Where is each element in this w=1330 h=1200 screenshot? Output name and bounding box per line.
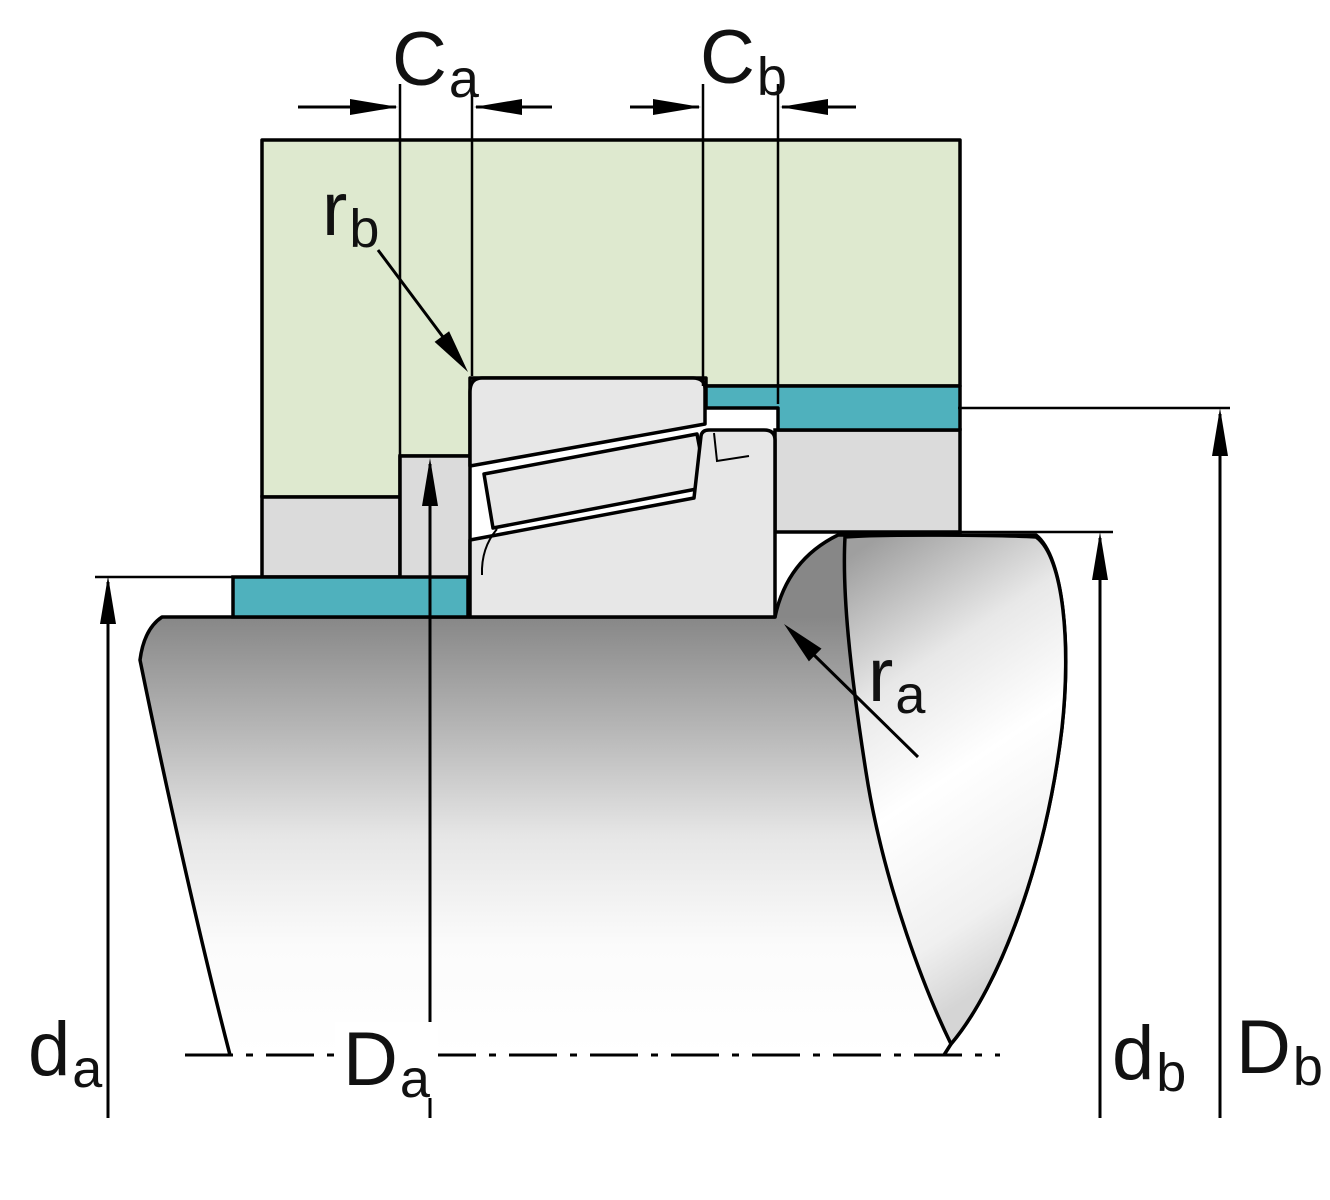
cb-arrowhead-right: [780, 99, 828, 115]
Db-arrowhead: [1212, 408, 1228, 456]
left-spacer-block: [260, 495, 402, 579]
cage-line-left: [480, 528, 498, 576]
shaft-shoulder-face: [842, 533, 1068, 1048]
Da-arrowhead: [422, 458, 438, 506]
housing-spacer-teal: [704, 384, 962, 432]
db-arrowhead: [1092, 532, 1108, 580]
ca-arrowhead-right: [474, 99, 522, 115]
shaft-sleeve-teal: [231, 575, 470, 619]
cage-line-right: [713, 432, 750, 463]
ra-leader-line: [810, 651, 920, 759]
shaft-body: [140, 535, 1066, 1055]
da-arrowhead: [100, 576, 116, 624]
bearing-inner-ring: [468, 428, 777, 619]
rb-arrowhead: [434, 331, 468, 372]
ca-arrowhead-left: [350, 99, 398, 115]
cb-arrowhead-left: [653, 99, 701, 115]
rb-leader-line: [376, 249, 448, 342]
bearing-outer-ring: [468, 376, 707, 468]
housing-shoulder-block: [773, 428, 962, 534]
ra-arrowhead: [784, 624, 822, 662]
